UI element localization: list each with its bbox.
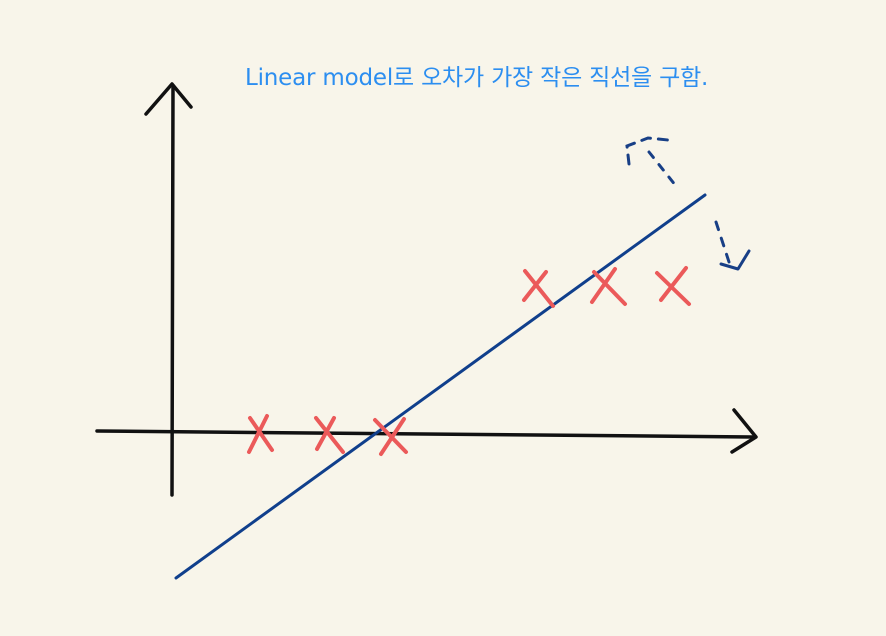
x-marker-icon bbox=[247, 414, 274, 454]
y-axis bbox=[144, 82, 193, 497]
rotate-arrow-icon bbox=[625, 136, 751, 271]
x-axis-arrowhead bbox=[730, 408, 758, 454]
caption-text: Linear model로 오차가 가장 작은 직선을 구함. bbox=[245, 65, 709, 91]
y-axis-arrowhead bbox=[144, 82, 193, 116]
data-points bbox=[247, 266, 691, 456]
regression-line bbox=[174, 193, 707, 580]
x-marker-icon bbox=[590, 267, 627, 306]
x-marker-icon bbox=[373, 417, 408, 456]
x-marker-icon bbox=[655, 266, 691, 306]
x-axis bbox=[95, 408, 758, 454]
x-marker-icon bbox=[314, 416, 345, 454]
x-marker-icon bbox=[522, 269, 555, 308]
